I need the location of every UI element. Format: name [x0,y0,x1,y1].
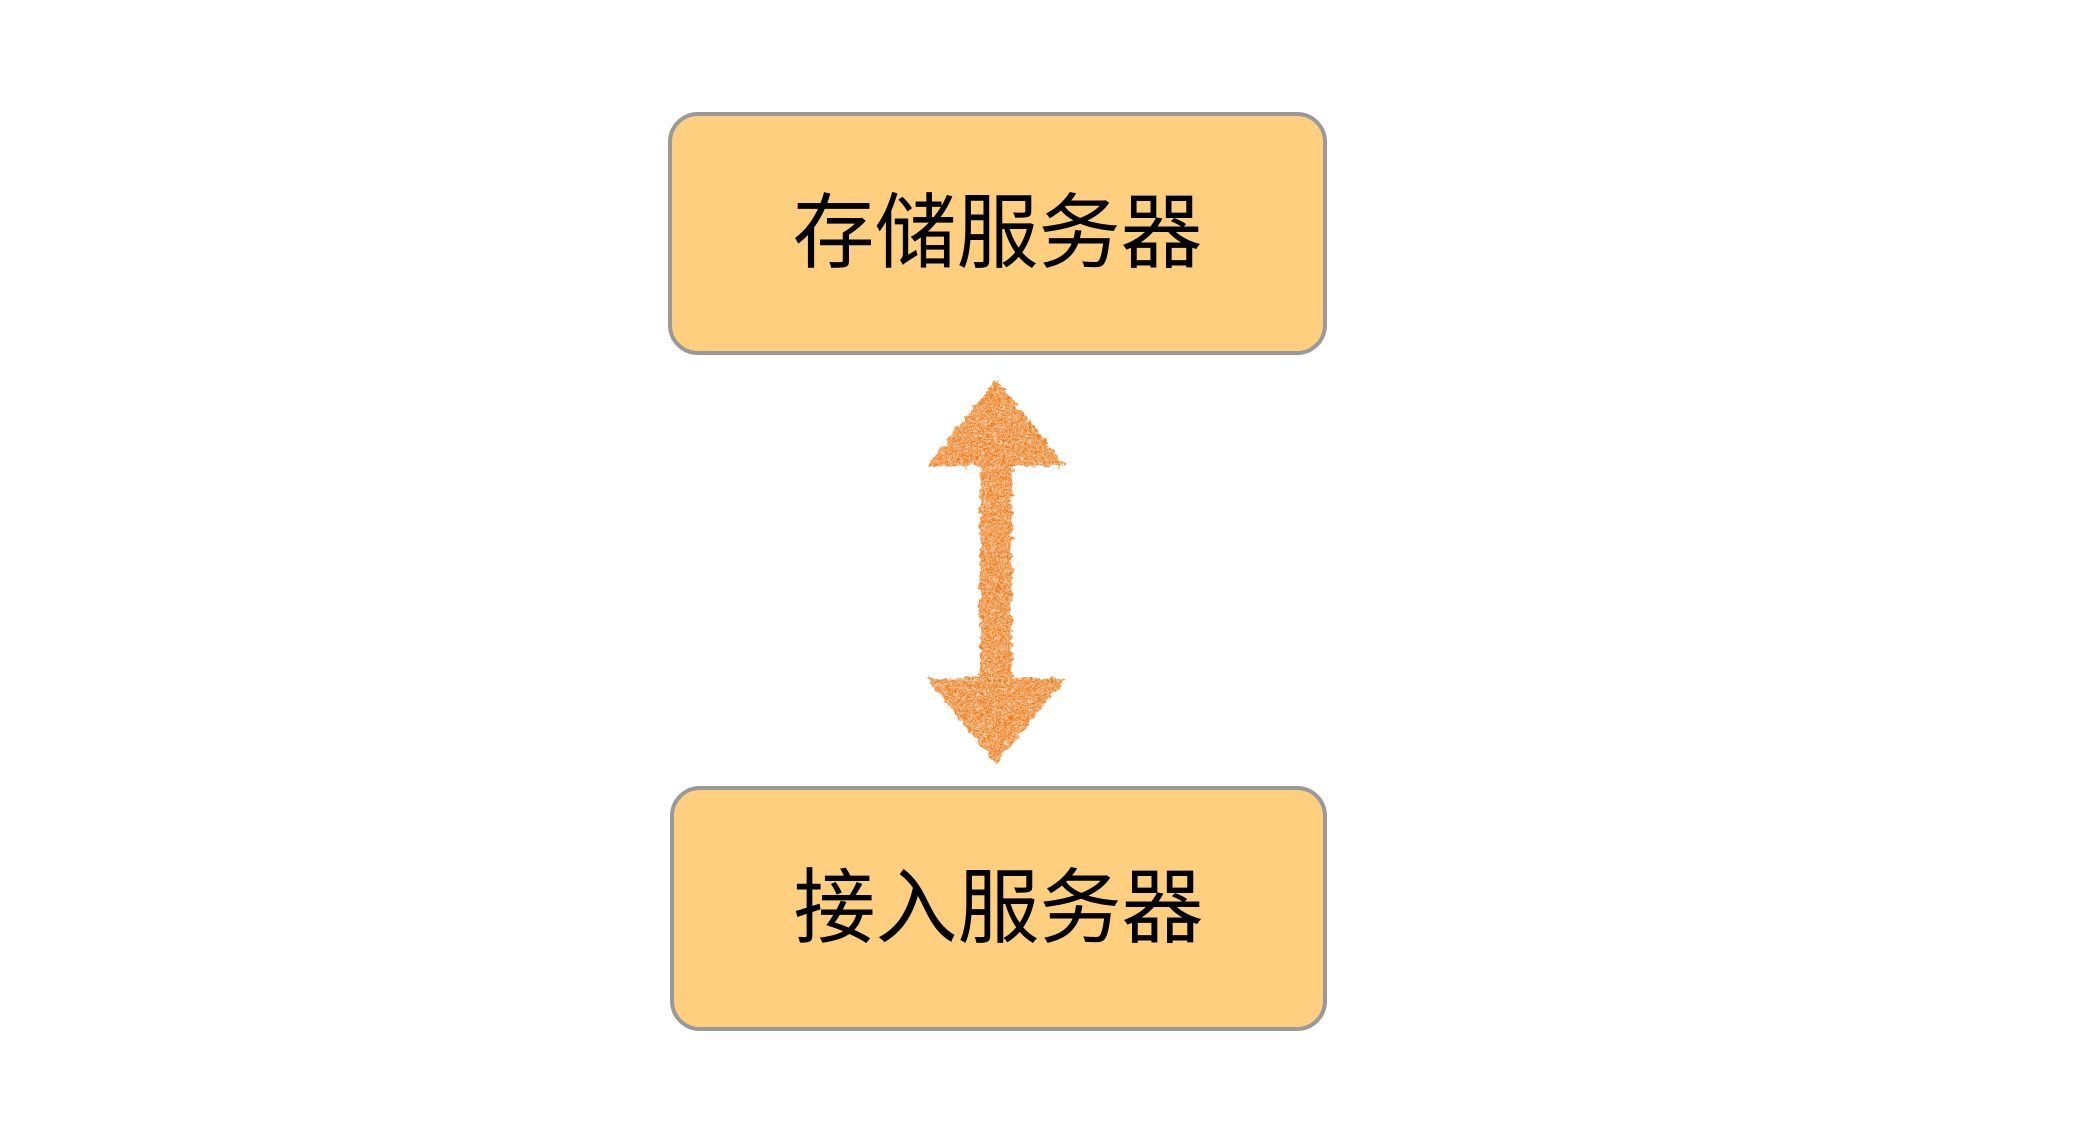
node-access-server[interactable]: 接入服务器 [670,786,1327,1031]
node-storage-server[interactable]: 存储服务器 [668,112,1327,355]
node-storage-server-label: 存储服务器 [792,185,1203,281]
node-access-server-label: 接入服务器 [793,860,1204,956]
bidirectional-arrow-icon [920,374,1072,770]
